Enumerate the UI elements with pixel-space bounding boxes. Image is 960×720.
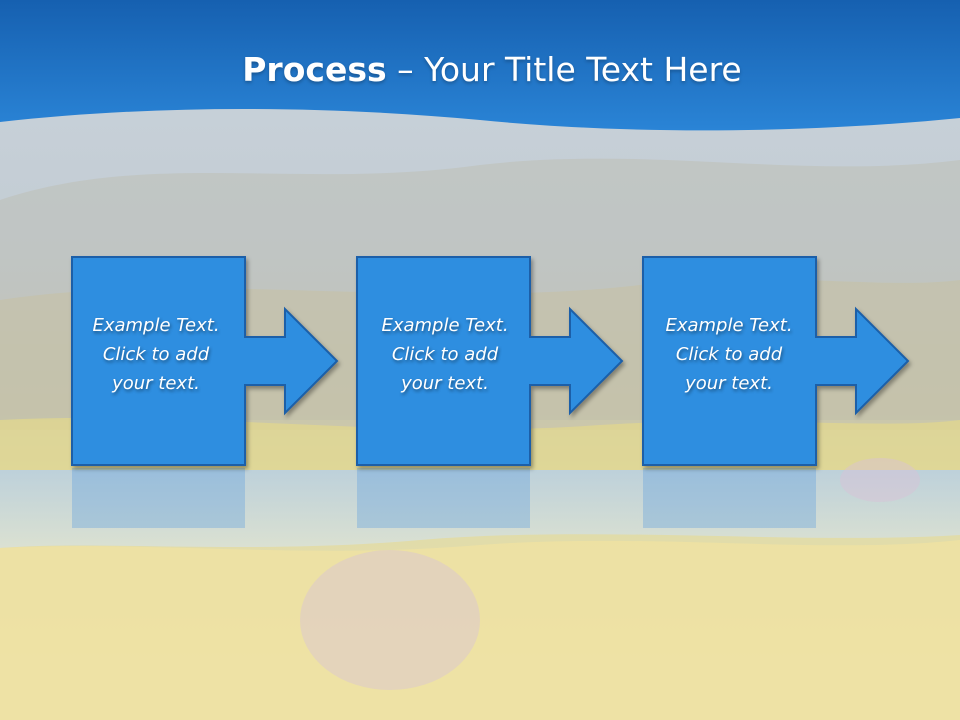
title-bold-part: Process <box>242 50 387 89</box>
step-2-line-2: Click to add <box>391 344 499 365</box>
step-3-line-3: your text. <box>685 373 773 394</box>
process-step-2-text[interactable]: Example Text. Click to add your text. <box>360 311 530 398</box>
process-step-3-text[interactable]: Example Text. Click to add your text. <box>644 311 814 398</box>
process-step-2-shape[interactable] <box>356 256 624 466</box>
step-1-line-1: Example Text. <box>92 315 220 336</box>
slide-title[interactable]: Process – Your Title Text Here <box>0 50 960 89</box>
step-1-line-2: Click to add <box>102 344 210 365</box>
process-step-3-shape[interactable] <box>642 256 910 466</box>
title-rest-part: – Your Title Text Here <box>386 50 742 89</box>
step-3-line-2: Click to add <box>675 344 783 365</box>
step-3-line-1: Example Text. <box>665 315 793 336</box>
step-2-line-3: your text. <box>401 373 489 394</box>
step-1-line-3: your text. <box>112 373 200 394</box>
process-step-1-shape[interactable] <box>71 256 339 466</box>
step-2-line-1: Example Text. <box>381 315 509 336</box>
process-step-1-text[interactable]: Example Text. Click to add your text. <box>71 311 241 398</box>
